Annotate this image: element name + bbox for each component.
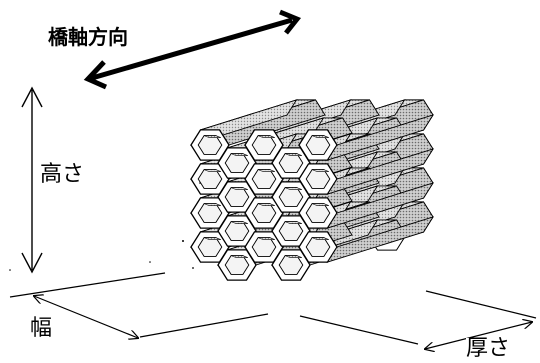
tube-inner-shade — [257, 135, 276, 138]
tube-inner-shade — [284, 255, 303, 258]
tube-inner-shade — [203, 237, 222, 240]
tube-inner-shade — [311, 169, 330, 172]
outer-wall-face — [326, 114, 435, 161]
tube-inner-shade — [257, 169, 276, 172]
tube-inner-shade — [284, 187, 303, 190]
outer-wall-face — [326, 148, 435, 195]
tube-inner-shade — [230, 221, 249, 224]
tube-inner-shade — [230, 187, 249, 190]
honeycomb-block — [189, 99, 435, 281]
tube-inner-shade — [311, 237, 330, 240]
scan-dots — [9, 182, 201, 271]
bridge-axis-arrow — [83, 9, 302, 90]
ground-lines — [9, 272, 537, 345]
tube-inner-shade — [257, 237, 276, 240]
tube-inner-shade — [230, 153, 249, 156]
tube-inner-shade — [203, 203, 222, 206]
width-arrow — [34, 296, 269, 338]
bridge-axis-label: 橋軸方向 — [48, 25, 128, 49]
tube-inner-shade — [257, 203, 276, 206]
thickness-label: 厚さ — [466, 336, 511, 361]
tube-inner-shade — [203, 169, 222, 172]
thickness-arrow — [425, 322, 532, 349]
height-arrow — [21, 86, 43, 274]
width-label: 幅 — [30, 316, 53, 341]
tube-inner-shade — [284, 153, 303, 156]
outer-wall-face — [326, 216, 435, 263]
height-label: 高さ — [40, 162, 85, 187]
tube-inner-shade — [284, 221, 303, 224]
tube-inner-shade — [311, 203, 330, 206]
tube-inner-shade — [230, 255, 249, 258]
tube-inner-shade — [311, 135, 330, 138]
tube-inner-shade — [203, 135, 222, 138]
outer-wall-face — [326, 182, 435, 229]
